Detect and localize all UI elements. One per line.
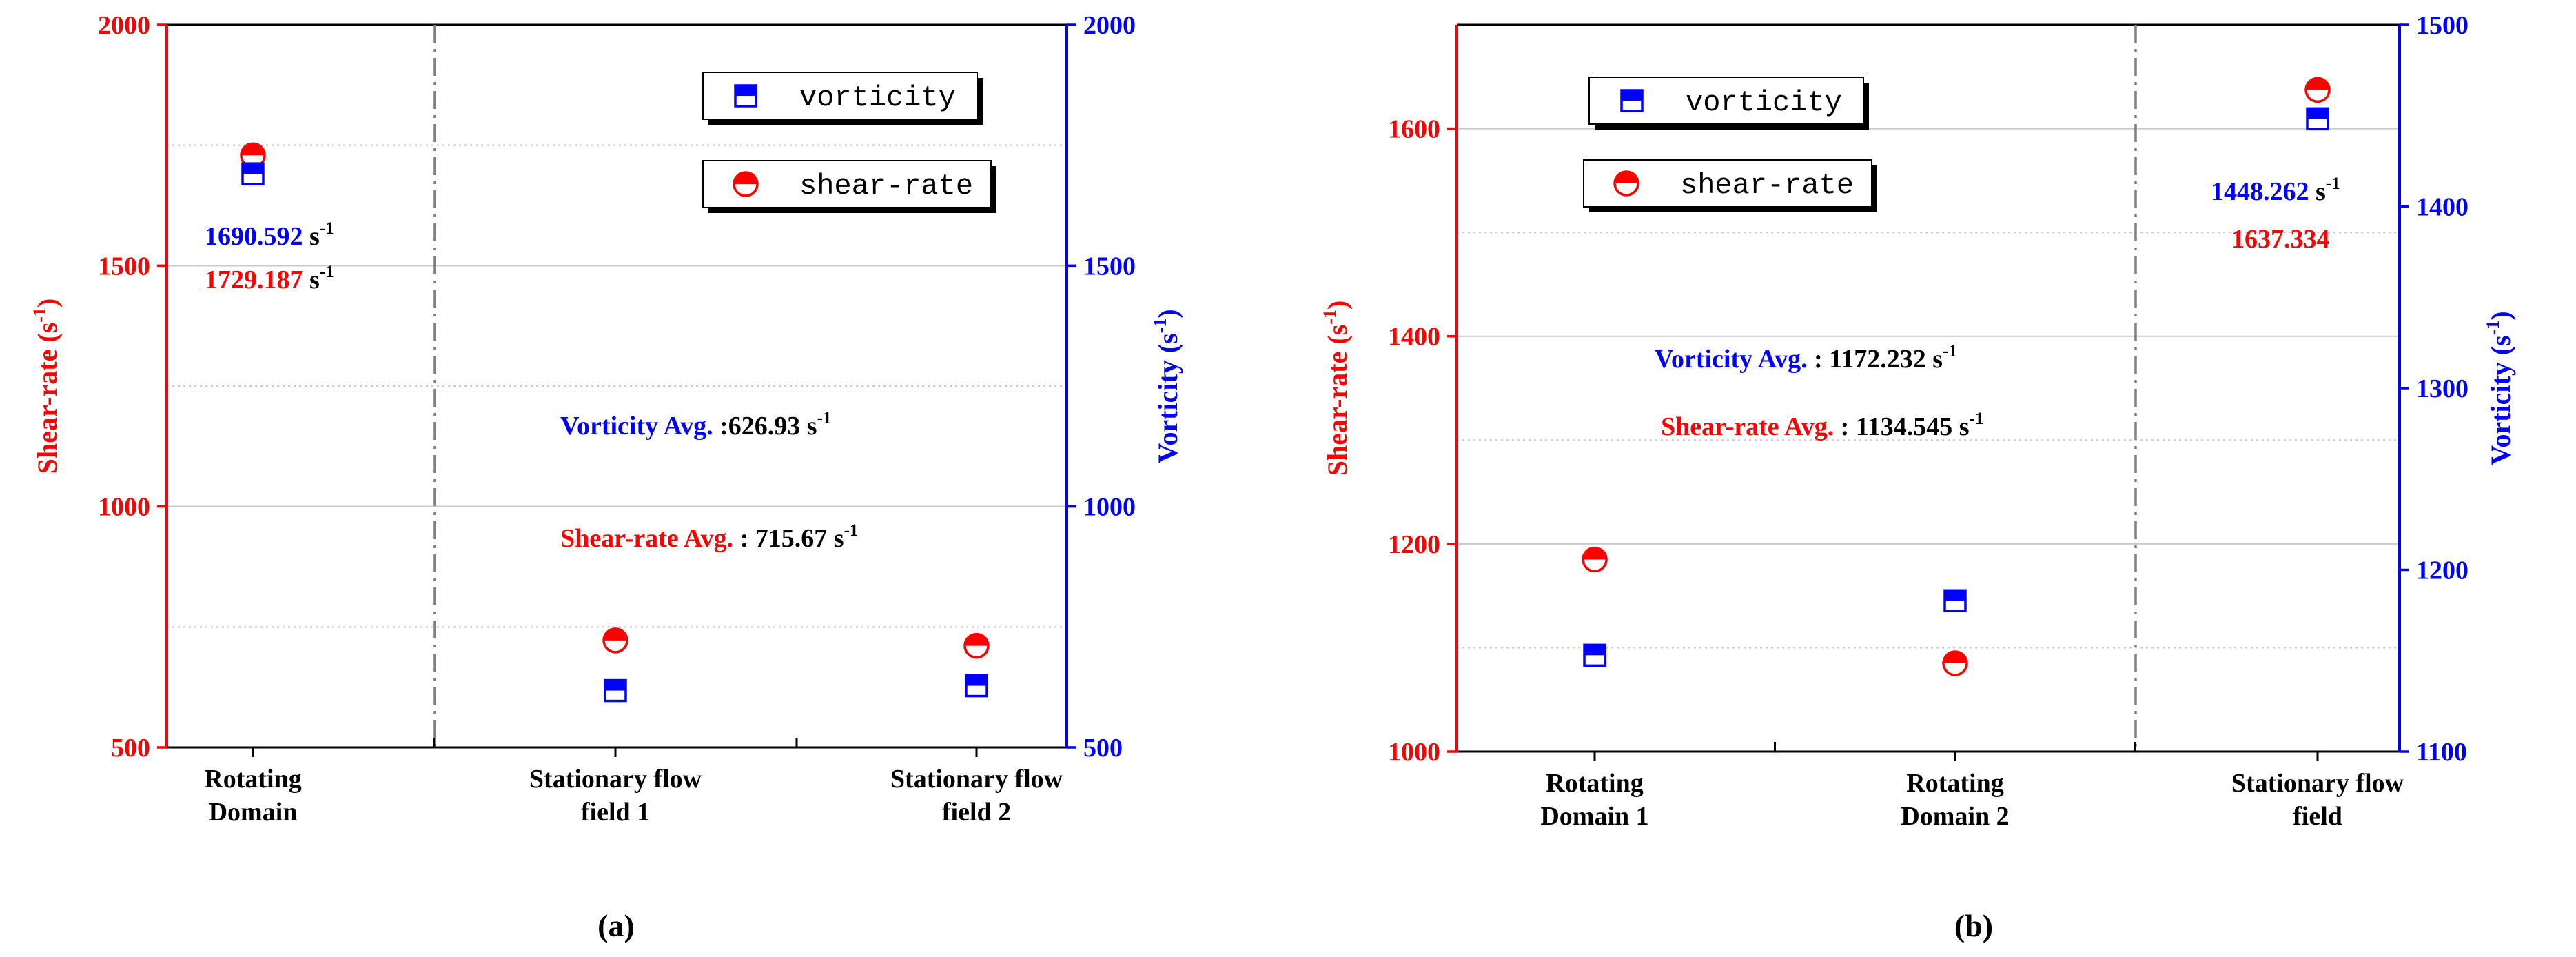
- y-right-tick-label: 2000: [1083, 11, 1136, 40]
- legend-item-shear-rate: shear-rate: [702, 160, 996, 213]
- y-axis-left-title-text: Shear-rate (s-1): [1320, 301, 1353, 476]
- y-axis-left-title-text: Shear-rate (s-1): [30, 299, 63, 474]
- y-left-tick-label: 1000: [1388, 738, 1440, 767]
- y-axis-right-title: Vorticity (s-1): [1150, 309, 1183, 463]
- y-axis-left-title: Shear-rate (s-1): [1320, 301, 1353, 476]
- y-axis-right-ticks: 500 1000 1500 2000: [1067, 11, 1136, 763]
- legend-marker-shear-rate: [1613, 170, 1639, 197]
- shear-rate-value-annotation: 1729.187 s-1: [205, 263, 334, 294]
- y-right-tick-label: 1300: [2416, 374, 2468, 403]
- y-axis-right-title-text: Vorticity (s-1): [2483, 311, 2516, 465]
- y-left-tick-label: 1000: [98, 493, 150, 522]
- y-right-tick-label: 1100: [2416, 738, 2467, 767]
- legend-item-shear-rate: shear-rate: [1583, 159, 1877, 212]
- y-axis-left-ticks: 500 1000 1500 2000: [98, 11, 167, 763]
- vorticity-average-annotation: Vorticity Avg. : 1172.232 s-1: [1655, 342, 1957, 374]
- y-left-tick-label: 2000: [98, 11, 150, 40]
- legend-label: vorticity: [1686, 86, 1842, 119]
- series-shear-rate: [1582, 77, 2331, 676]
- y-left-tick-label: 500: [111, 734, 150, 763]
- legend-item-vorticity: vorticity: [702, 72, 983, 125]
- y-axis-right-title: Vorticity (s-1): [2483, 311, 2516, 465]
- y-right-tick-label: 1500: [2416, 11, 2468, 40]
- y-left-tick-label: 1600: [1388, 115, 1440, 144]
- data-point-vorticity: [965, 674, 988, 698]
- shear-rate-average-annotation: Shear-rate Avg. : 715.67 s-1: [560, 521, 858, 553]
- y-axis-left-ticks: 1000 1200 1400 1600: [1388, 115, 1457, 767]
- y-right-tick-label: 1400: [2416, 193, 2468, 222]
- data-point-shear-rate: [1942, 650, 1968, 676]
- y-axis-right-title-text: Vorticity (s-1): [1150, 309, 1183, 463]
- legend-item-vorticity: vorticity: [1588, 77, 1869, 130]
- shear-rate-average-annotation: Shear-rate Avg. : 1134.545 s-1: [1661, 410, 1983, 441]
- y-right-tick-label: 500: [1083, 734, 1123, 763]
- y-right-tick-label: 1000: [1083, 493, 1136, 522]
- series-vorticity: [1583, 107, 2329, 667]
- legend-marker-shear-rate: [733, 171, 759, 197]
- panel-label: (b): [1954, 908, 1993, 943]
- data-point-vorticity: [1583, 643, 1606, 667]
- legend-marker-vorticity: [734, 84, 757, 108]
- vorticity-average-annotation: Vorticity Avg. :626.93 s-1: [560, 409, 831, 441]
- shear-rate-value-annotation: 1637.334: [2231, 225, 2330, 254]
- gridlines: [167, 144, 1067, 628]
- data-point-vorticity: [604, 678, 627, 703]
- data-point-vorticity: [1943, 589, 1967, 613]
- data-point-shear-rate: [602, 627, 628, 654]
- vorticity-value-annotation: 1690.592 s-1: [205, 219, 334, 251]
- vorticity-value-annotation: 1448.262 s-1: [2211, 174, 2340, 206]
- data-point-shear-rate: [2304, 77, 2331, 103]
- legend-marker-vorticity: [1620, 89, 1644, 112]
- y-left-tick-label: 1400: [1388, 323, 1440, 352]
- y-axis-left-title: Shear-rate (s-1): [30, 299, 63, 474]
- data-point-vorticity: [2306, 107, 2329, 131]
- legend-label: vorticity: [799, 81, 956, 114]
- legend: vorticity shear-rate: [702, 72, 996, 213]
- data-point-shear-rate: [1582, 546, 1608, 573]
- data-point-shear-rate: [963, 632, 990, 659]
- chart-panel-b: 1000 1200 1400 1600 1100 1200 1300 1400 1500Rota…: [1320, 11, 2516, 943]
- series-shear-rate: [240, 142, 990, 659]
- legend-label: shear-rate: [799, 170, 973, 203]
- y-left-tick-label: 1500: [98, 252, 150, 281]
- y-right-tick-label: 1200: [2416, 556, 2468, 585]
- data-point-vorticity: [241, 162, 265, 185]
- y-right-tick-label: 1500: [1083, 252, 1136, 281]
- y-axis-right-ticks: 1100 1200 1300 1400 1500: [2400, 11, 2468, 767]
- legend: vorticity shear-rate: [1583, 77, 1877, 212]
- legend-label: shear-rate: [1680, 169, 1854, 202]
- series-vorticity: [241, 162, 988, 703]
- y-left-tick-label: 1200: [1388, 530, 1440, 559]
- panel-label: (a): [597, 908, 635, 943]
